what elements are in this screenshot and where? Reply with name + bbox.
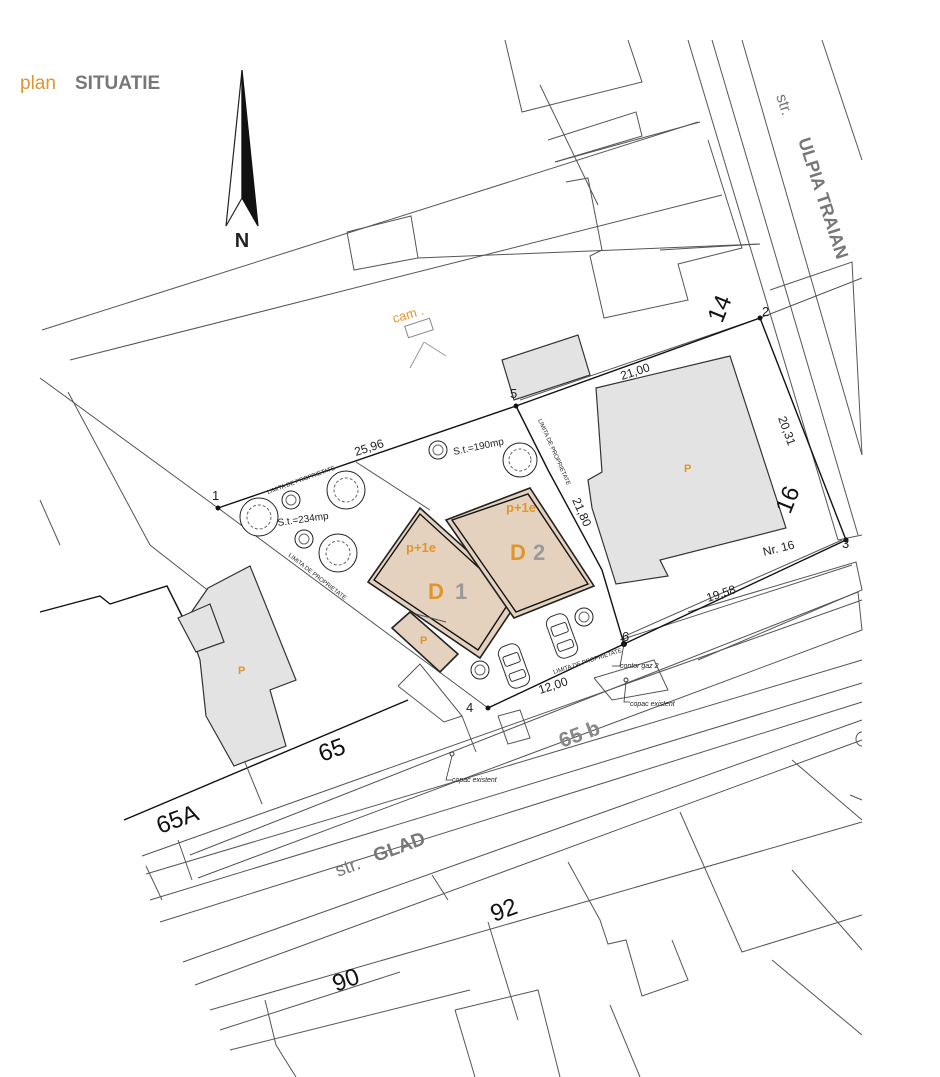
neighbour-buildings — [177, 334, 787, 767]
title-plan: plan — [20, 73, 56, 94]
cars — [497, 613, 579, 689]
tree-existing-icon — [449, 751, 455, 757]
tree-icon — [318, 533, 358, 573]
d1-floors: p+1e — [406, 540, 436, 555]
tree-icon — [470, 660, 490, 680]
tree-existing-label-bottom: copac existent — [452, 777, 498, 784]
boundary-points: 1 2 3 4 5 6 — [212, 304, 849, 715]
north-label: N — [235, 230, 249, 252]
dimension-25-96: 25,96 — [353, 436, 386, 459]
point-6: 6 — [622, 629, 629, 644]
tree-icon — [574, 607, 594, 627]
dimension-20-31: 20,31 — [775, 414, 799, 447]
lot-number-65a: 65A — [153, 800, 202, 840]
dimension-12-00: 12,00 — [537, 674, 570, 697]
building-p-label-65: P — [238, 665, 245, 677]
tree-existing-label-right: copac existent — [630, 701, 676, 708]
d2-letter: D — [510, 540, 526, 565]
building-p-label-16: P — [684, 463, 691, 475]
point-5: 5 — [510, 386, 517, 401]
d1-letter: D — [428, 579, 444, 604]
property-boundary — [217, 317, 847, 709]
camera-icon: cam . — [391, 303, 447, 369]
street-glad-prefix: str. — [333, 853, 364, 881]
point-4: 4 — [466, 700, 473, 715]
street-glad-name: GLAD — [371, 829, 429, 867]
point-2: 2 — [762, 304, 769, 319]
dimension-19-58: 19,58 — [705, 582, 738, 605]
project-buildings — [366, 487, 596, 674]
building-p-label-annex: P — [420, 635, 427, 647]
area-st-190: S.t.=190mp — [452, 436, 505, 458]
lot-number-14: 14 — [703, 291, 738, 326]
street-ulpia-name: ULPIA TRAIAN — [794, 135, 852, 261]
d2-number: 2 — [533, 540, 545, 565]
building-d2 — [444, 487, 596, 619]
lot-number-90: 90 — [329, 963, 363, 998]
annotations: contor gaz 2 copac existent copac existe… — [445, 643, 676, 784]
shed-building — [501, 334, 591, 401]
point-1: 1 — [212, 488, 219, 503]
building-p — [390, 610, 460, 674]
car-icon — [545, 613, 579, 659]
tree-icon — [428, 440, 448, 460]
north-arrow-icon: N — [225, 69, 259, 252]
d2-floors: p+1e — [506, 500, 536, 515]
annex-65 — [177, 603, 225, 653]
car-icon — [497, 643, 531, 689]
boundary-label-top: LIMITA DE PROPRIETATE — [267, 466, 336, 496]
gas-meter-label: contor gaz 2 — [620, 663, 659, 670]
area-st-234: S.t.=234mp — [277, 511, 330, 529]
point-3: 3 — [842, 536, 849, 551]
title-situatie: SITUATIE — [75, 73, 160, 94]
tree-existing-icon — [623, 677, 629, 683]
street-ulpia-prefix: str. — [772, 92, 795, 118]
tree-icon — [294, 529, 314, 549]
boundary-label-right: LIMITA DE PROPRIETATE — [536, 418, 571, 486]
lot-number-65: 65 — [315, 733, 349, 768]
tree-icon — [281, 490, 301, 510]
trees — [239, 440, 594, 680]
lot-nr-16: Nr. 16 — [761, 538, 796, 559]
tree-icon — [502, 442, 538, 478]
tree-icon — [239, 497, 279, 537]
tree-icon — [326, 470, 366, 510]
lot-number-65b: 65 b — [556, 717, 603, 753]
house-16 — [587, 355, 787, 585]
d1-number: 1 — [455, 579, 467, 604]
lot-number-92: 92 — [487, 893, 521, 928]
neighbour-lines — [39, 39, 863, 1077]
